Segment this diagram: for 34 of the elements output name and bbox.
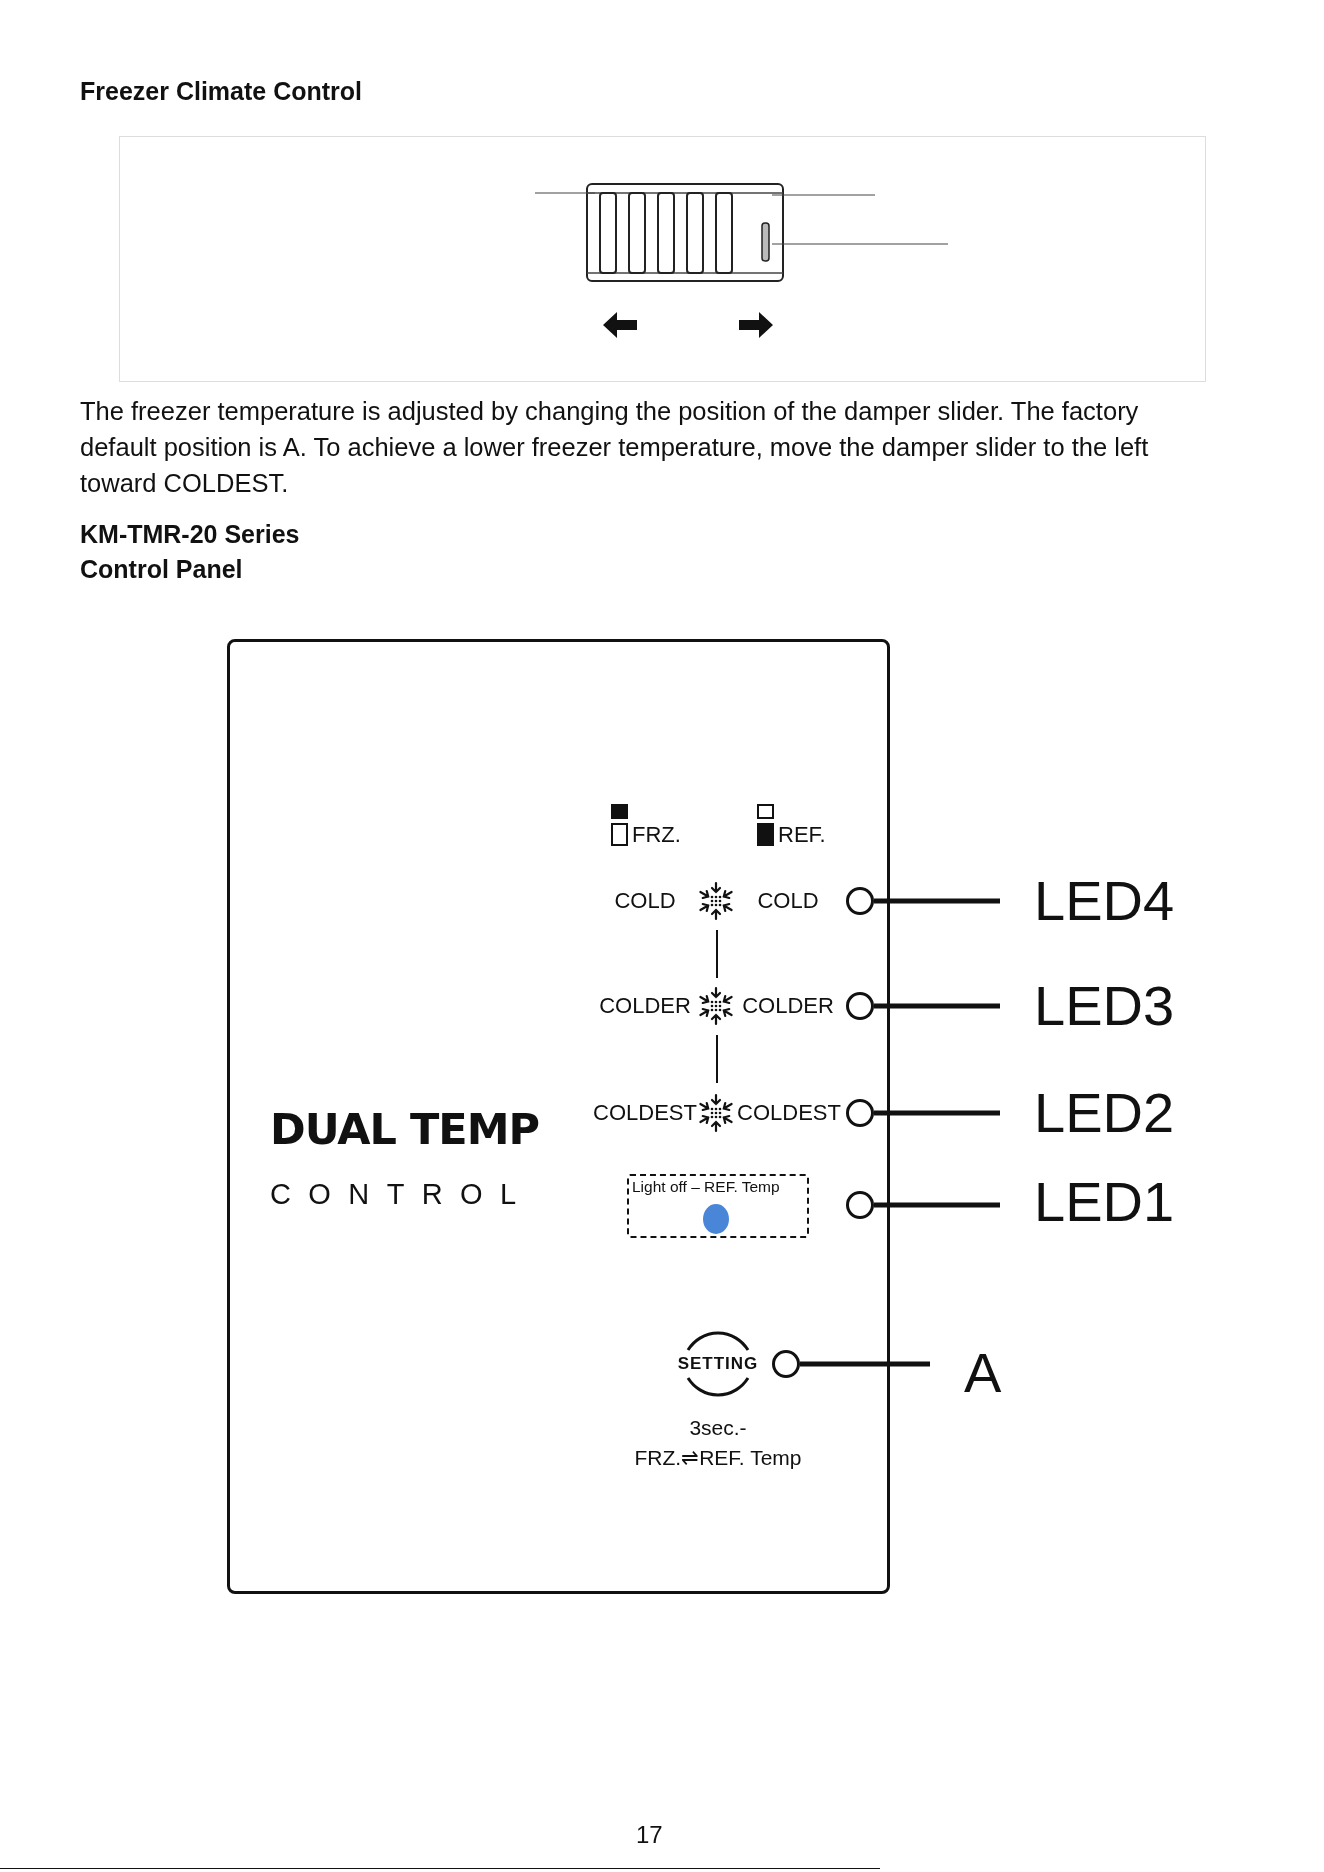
panel-subtitle: CONTROL xyxy=(270,1178,534,1211)
level-label: COLD xyxy=(756,888,820,914)
callout-label: LED1 xyxy=(1000,1172,1175,1232)
leader-line xyxy=(874,1003,1000,1009)
panel-title: DUAL TEMP xyxy=(270,1104,539,1154)
circle-marker xyxy=(846,1099,874,1127)
leader-line xyxy=(874,1110,1000,1116)
level-label: COLD xyxy=(613,888,677,914)
callout-label: LED3 xyxy=(1000,976,1175,1036)
level-label: COLDEST xyxy=(592,1100,698,1126)
leader-line xyxy=(800,1361,930,1367)
body-paragraph: The freezer temperature is adjusted by changing the position of the damper slider. The factory default position is A. To achieve a lower freezer temperature, move the damper slider to the left toward COLDEST. xyxy=(80,396,1150,499)
compartment-label: FRZ. xyxy=(632,822,681,848)
circle-marker xyxy=(846,992,874,1020)
dashed-box xyxy=(627,1174,809,1238)
button-caption: 3sec.- FRZ.⇌REF. Temp xyxy=(633,1415,803,1471)
control-panel xyxy=(227,639,890,1594)
circle-marker xyxy=(846,1191,874,1219)
page-heading: Freezer Climate Control xyxy=(80,77,362,106)
setting-button: SETTING xyxy=(678,1324,758,1404)
circle-marker xyxy=(772,1350,800,1378)
compartment-label: REF. xyxy=(778,822,826,848)
section-heading: KM-TMR-20 Series Control Panel xyxy=(80,519,301,585)
callout-label: LED4 xyxy=(1000,871,1175,931)
indicator-caption: Light off – REF. Temp xyxy=(632,1178,780,1196)
callout-label: A xyxy=(930,1341,1002,1405)
leader-line xyxy=(874,898,1000,904)
level-label: COLDER xyxy=(598,993,692,1019)
callout-label: LED2 xyxy=(1000,1083,1175,1143)
level-label: COLDER xyxy=(741,993,835,1019)
circle-marker xyxy=(846,887,874,915)
leader-line xyxy=(874,1202,1000,1208)
page-number: 17 xyxy=(636,1821,663,1849)
level-label: COLDEST xyxy=(736,1100,842,1126)
